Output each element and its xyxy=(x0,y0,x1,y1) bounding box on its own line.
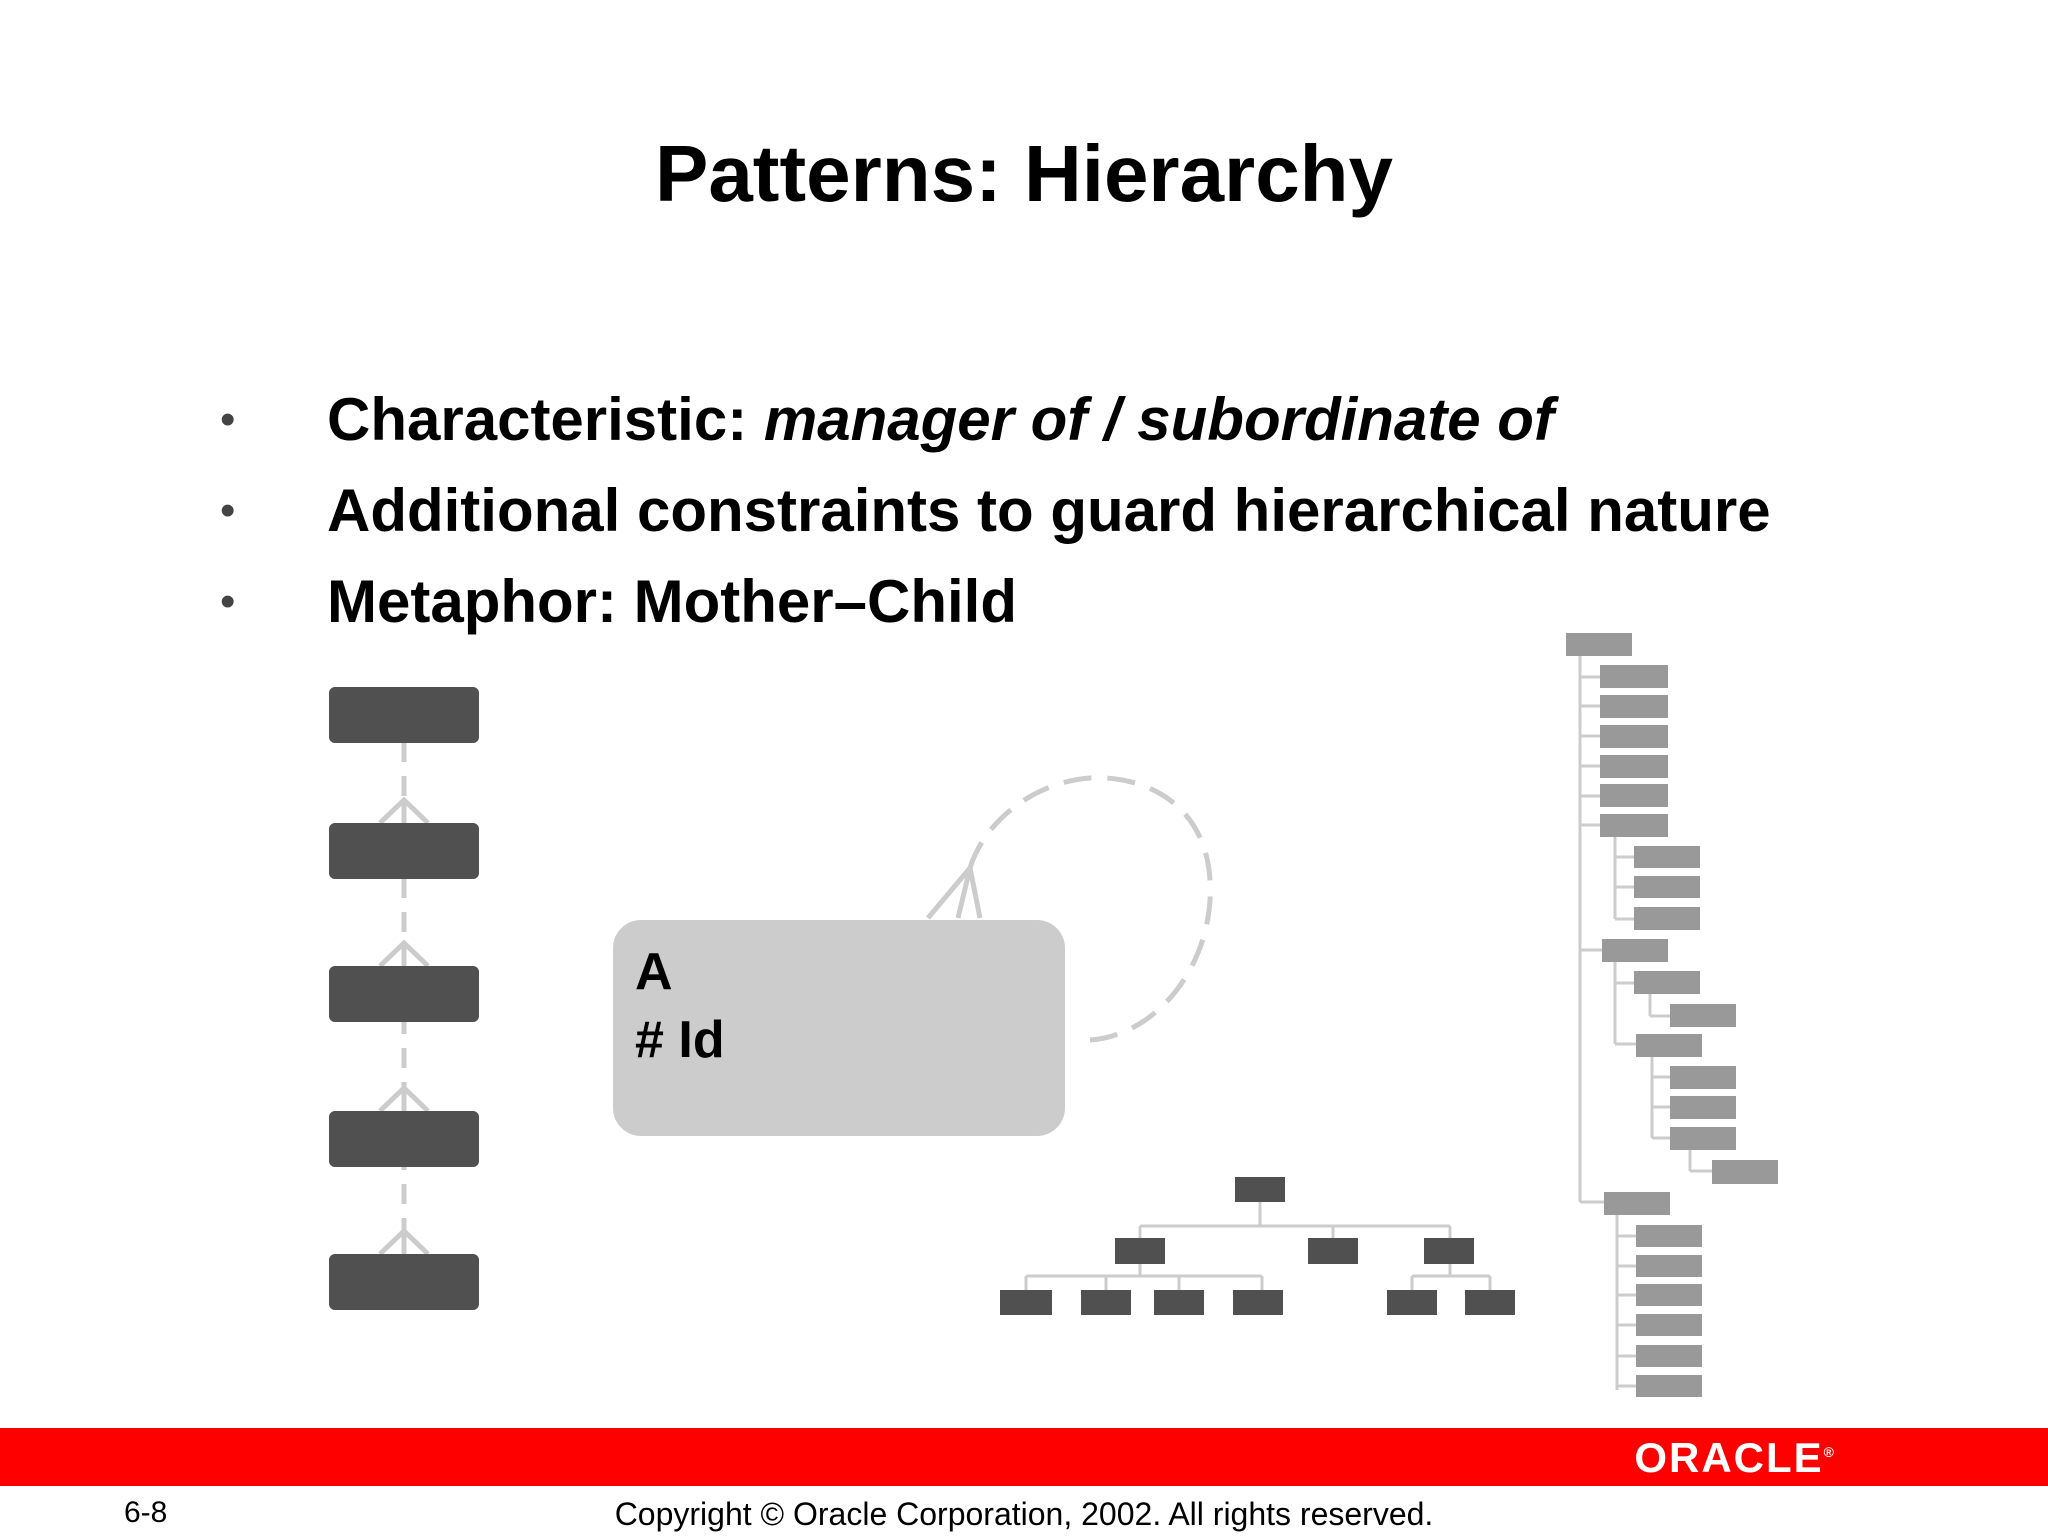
tree-node xyxy=(1600,665,1668,688)
org-node xyxy=(1235,1177,1285,1202)
entity-box: A # Id xyxy=(613,920,1065,1136)
tree-node xyxy=(1600,725,1668,748)
org-chart-nodes xyxy=(1000,1177,1515,1315)
tree-node xyxy=(1604,1192,1670,1215)
tree-node xyxy=(1670,1066,1736,1089)
bullet-text: Characteristic: xyxy=(327,386,764,453)
tree-node xyxy=(1670,1096,1736,1119)
tree-node xyxy=(1636,1314,1702,1336)
tree-node xyxy=(1634,907,1700,930)
tree-node xyxy=(1712,1160,1778,1184)
tree-node xyxy=(1670,1127,1736,1150)
chain-node xyxy=(329,687,479,743)
tree-node xyxy=(1636,1345,1702,1367)
chain-nodes xyxy=(329,687,479,1310)
bullet-text: Additional constraints to guard hierarch… xyxy=(327,477,1771,544)
hierarchy-diagram xyxy=(329,633,1778,1397)
tree-node xyxy=(1636,1225,1702,1247)
tree-node xyxy=(1634,971,1700,994)
bullet-emphasis: manager of / subordinate of xyxy=(763,386,1554,453)
entity-attribute: # Id xyxy=(635,1011,725,1069)
tree-node xyxy=(1636,1284,1702,1306)
org-node xyxy=(1115,1238,1165,1264)
recursive-relationship xyxy=(926,775,1213,1043)
tree-node xyxy=(1634,876,1700,898)
tree-node xyxy=(1600,784,1668,807)
org-node xyxy=(1465,1290,1515,1315)
footer-accent-bar xyxy=(0,1428,2048,1486)
org-chart-lines xyxy=(1024,1202,1492,1290)
page-number: 6-8 xyxy=(124,1496,168,1529)
chain-node xyxy=(329,823,479,879)
org-node xyxy=(1081,1290,1131,1315)
tree-node xyxy=(1600,814,1668,837)
tree-node xyxy=(1600,755,1668,778)
tree-node xyxy=(1636,1375,1702,1397)
org-node xyxy=(1233,1290,1283,1315)
org-node xyxy=(1154,1290,1204,1315)
tree-node xyxy=(1670,1004,1736,1027)
entity-name: A xyxy=(635,943,673,1001)
indented-tree-nodes xyxy=(1566,633,1778,1397)
tree-node xyxy=(1636,1034,1702,1057)
slide-title: Patterns: Hierarchy xyxy=(654,129,1394,218)
tree-node xyxy=(1636,1255,1702,1277)
org-node xyxy=(1424,1238,1474,1264)
copyright-text: Copyright © Oracle Corporation, 2002. Al… xyxy=(614,1496,1434,1532)
tree-node xyxy=(1634,846,1700,868)
bullet-icon: • xyxy=(220,395,236,444)
bullet-text: Metaphor: Mother–Child xyxy=(327,568,1017,635)
chain-node xyxy=(329,966,479,1022)
org-node xyxy=(1000,1290,1052,1315)
chain-node xyxy=(329,1111,479,1167)
chain-node xyxy=(329,1254,479,1310)
tree-node xyxy=(1600,695,1668,718)
org-node xyxy=(1308,1238,1358,1264)
tree-node xyxy=(1566,633,1632,656)
oracle-logo: ORACLE® xyxy=(1634,1434,1836,1481)
bullet-icon: • xyxy=(220,577,236,626)
bullet-icon: • xyxy=(220,486,236,535)
indented-tree-lines xyxy=(1578,656,1712,1390)
tree-node xyxy=(1602,939,1668,962)
org-node xyxy=(1387,1290,1437,1315)
